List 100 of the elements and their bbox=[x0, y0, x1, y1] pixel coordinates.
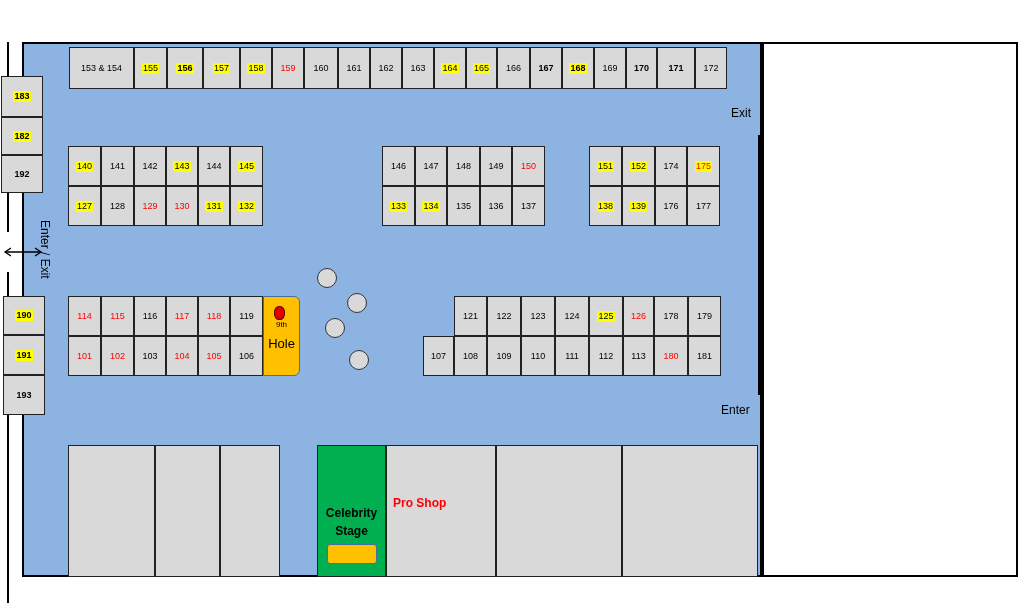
booth-number: 156 bbox=[176, 62, 194, 74]
booth-number: 122 bbox=[495, 310, 513, 322]
booth bbox=[230, 146, 263, 186]
booth bbox=[230, 186, 263, 226]
booth-number: 174 bbox=[662, 160, 680, 172]
booth bbox=[655, 186, 687, 226]
booth bbox=[68, 445, 155, 577]
exit-label: Exit bbox=[731, 106, 751, 120]
booth-number: 101 bbox=[76, 350, 93, 362]
booth-label: Pro Shop bbox=[393, 496, 447, 510]
booth bbox=[198, 336, 230, 376]
booth-number: 105 bbox=[205, 350, 223, 362]
booth bbox=[496, 445, 622, 577]
booth bbox=[654, 296, 688, 336]
booth bbox=[230, 296, 263, 336]
booth-number: 130 bbox=[173, 200, 191, 212]
booth-number: 183 bbox=[13, 91, 31, 102]
booth-number: 179 bbox=[696, 310, 713, 322]
booth-number: 160 bbox=[312, 62, 330, 74]
booth bbox=[487, 336, 521, 376]
booth bbox=[134, 296, 166, 336]
booth bbox=[68, 146, 101, 186]
booth bbox=[654, 336, 688, 376]
booth bbox=[415, 186, 447, 226]
booth-number: 153 & 154 bbox=[79, 62, 123, 74]
booth-number: 144 bbox=[205, 160, 223, 172]
booth bbox=[166, 186, 198, 226]
booth bbox=[447, 146, 480, 186]
booth-number: 123 bbox=[529, 310, 547, 322]
booth-number: 107 bbox=[430, 350, 447, 362]
booth-number: 161 bbox=[345, 62, 363, 74]
booth bbox=[198, 186, 230, 226]
booth bbox=[655, 146, 687, 186]
booth-number: 146 bbox=[390, 160, 407, 172]
booth-number: 167 bbox=[537, 62, 555, 74]
booth-number: 109 bbox=[495, 350, 513, 362]
booth bbox=[134, 336, 166, 376]
booth-number: 175 bbox=[695, 160, 712, 172]
booth-number: 111 bbox=[564, 350, 580, 362]
booth bbox=[3, 335, 45, 375]
booth bbox=[688, 336, 721, 376]
booth bbox=[454, 296, 487, 336]
booth-number: 137 bbox=[520, 200, 537, 212]
booth bbox=[3, 296, 45, 335]
booth-number: 172 bbox=[702, 62, 720, 74]
booth bbox=[68, 336, 101, 376]
booth bbox=[203, 47, 240, 89]
booth-number: 182 bbox=[13, 130, 31, 142]
booth bbox=[68, 186, 101, 226]
booth-number: 166 bbox=[505, 62, 522, 74]
booth bbox=[487, 296, 521, 336]
booth-number: 150 bbox=[520, 160, 537, 172]
booth bbox=[370, 47, 402, 89]
booth-number: 136 bbox=[487, 200, 505, 212]
booth-number: 149 bbox=[487, 160, 505, 172]
booth-number: 165 bbox=[473, 62, 490, 74]
booth bbox=[415, 146, 447, 186]
booth bbox=[521, 336, 555, 376]
booth-number: 157 bbox=[213, 62, 230, 74]
booth bbox=[1, 155, 43, 193]
booth bbox=[101, 186, 134, 226]
booth bbox=[622, 186, 655, 226]
booth bbox=[626, 47, 657, 89]
booth-number: 131 bbox=[205, 200, 223, 212]
booth-number: 191 bbox=[15, 349, 33, 361]
booth-number: 106 bbox=[238, 350, 255, 362]
booth bbox=[101, 146, 134, 186]
booth bbox=[1, 117, 43, 155]
booth-number: 141 bbox=[109, 160, 126, 172]
booth bbox=[134, 146, 166, 186]
booth-number: 132 bbox=[238, 200, 255, 212]
booth-number: 158 bbox=[247, 62, 265, 74]
hole-number: 9th bbox=[275, 320, 288, 330]
booth bbox=[589, 186, 622, 226]
booth bbox=[3, 375, 45, 415]
booth-number: 119 bbox=[238, 310, 255, 322]
booth-number: 142 bbox=[141, 160, 159, 172]
booth-number: 139 bbox=[630, 200, 647, 212]
booth-number: 104 bbox=[173, 350, 191, 362]
booth-number: 181 bbox=[696, 350, 713, 362]
booth bbox=[480, 146, 512, 186]
booth bbox=[555, 336, 589, 376]
booth-number: 192 bbox=[13, 168, 31, 180]
booth-number: 152 bbox=[630, 160, 647, 172]
booth-number: 114 bbox=[76, 310, 93, 322]
outdoor-area bbox=[762, 42, 1018, 577]
booth bbox=[589, 146, 622, 186]
booth-number: 133 bbox=[390, 200, 407, 212]
booth-number: 145 bbox=[238, 160, 255, 172]
booth-number: 115 bbox=[109, 310, 126, 322]
booth bbox=[555, 296, 589, 336]
booth bbox=[657, 47, 695, 89]
mini-golf-hole bbox=[263, 296, 300, 376]
booth-number: 124 bbox=[563, 310, 581, 322]
booth bbox=[402, 47, 434, 89]
booth-number: 164 bbox=[441, 62, 459, 74]
booth bbox=[687, 146, 720, 186]
stage-label: Celebrity Stage bbox=[324, 505, 379, 540]
booth bbox=[134, 47, 167, 89]
booth bbox=[166, 146, 198, 186]
